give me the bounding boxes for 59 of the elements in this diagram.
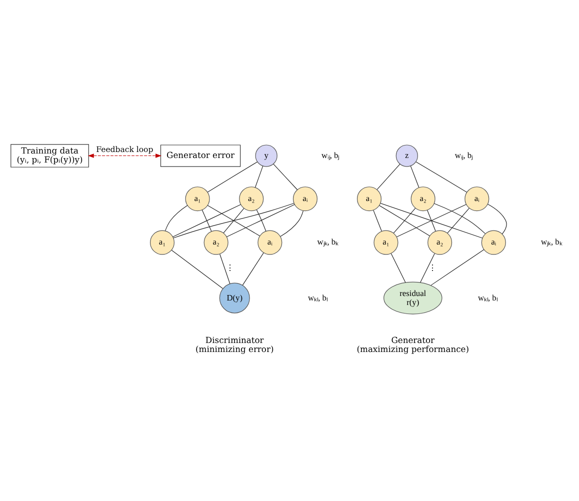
label: wₖₗ, bₗ	[478, 293, 498, 302]
connector	[416, 162, 468, 193]
connector	[410, 166, 420, 188]
node-circle: a₁	[356, 186, 382, 212]
node-circle: a₁	[150, 230, 174, 255]
node-box: Generator error	[160, 144, 241, 167]
node-label: Generator	[391, 334, 435, 345]
node-ellipse: residual r(y)	[384, 282, 442, 314]
node-circle: aᵢ	[464, 186, 490, 212]
node-circle: a₁	[374, 230, 398, 255]
connector	[373, 210, 382, 232]
node-circle: a₂	[410, 186, 436, 212]
connector	[426, 210, 436, 232]
node-circle: D(y)	[219, 282, 250, 314]
label: wₖₗ, bₗ	[308, 293, 328, 302]
label: wᵢⱼ, bⱼ	[454, 150, 473, 160]
node-circle: aᵢ	[258, 230, 282, 255]
node-box: Training data (yᵢ, pᵢ, F(pᵢ(y))y)	[10, 144, 89, 168]
connector	[220, 254, 230, 284]
connector	[172, 204, 242, 238]
node-circle: a₁	[185, 186, 210, 212]
connector	[390, 253, 406, 283]
connector	[202, 210, 212, 232]
node-circle: aᵢ	[292, 186, 318, 212]
connector	[434, 203, 486, 234]
connector	[273, 164, 298, 190]
connector	[173, 202, 294, 238]
label: wⱼₖ, bₖ	[317, 238, 339, 247]
connector	[430, 249, 484, 286]
label: wⱼₖ, bₖ	[540, 238, 562, 247]
connector	[380, 202, 483, 238]
label: wᵢⱼ, bⱼ	[321, 150, 340, 160]
connector	[164, 205, 188, 232]
connector	[379, 205, 430, 236]
node-circle: a₂	[239, 186, 264, 212]
connector	[207, 162, 258, 192]
connector	[487, 204, 507, 234]
connector	[207, 205, 260, 236]
node-label: (maximizing performance)	[356, 344, 469, 354]
connector	[420, 253, 435, 283]
node-circle: a₂	[428, 230, 452, 255]
node-circle: a₂	[204, 230, 228, 255]
connector	[256, 209, 266, 232]
connector	[254, 166, 264, 188]
connector	[447, 208, 470, 234]
connector	[242, 252, 264, 286]
node-label: (minimizing error)	[196, 344, 274, 354]
connector	[171, 250, 224, 289]
node-label: Discriminator	[205, 334, 264, 345]
arrow	[88, 154, 162, 158]
connector	[223, 208, 244, 234]
node-circle: y	[255, 144, 278, 167]
connector	[280, 210, 304, 237]
connector	[393, 208, 416, 234]
connector	[396, 204, 467, 238]
node-circle: aᵢ	[481, 230, 506, 255]
connector	[376, 164, 400, 190]
node-circle: z	[396, 144, 418, 167]
connector	[226, 204, 295, 238]
